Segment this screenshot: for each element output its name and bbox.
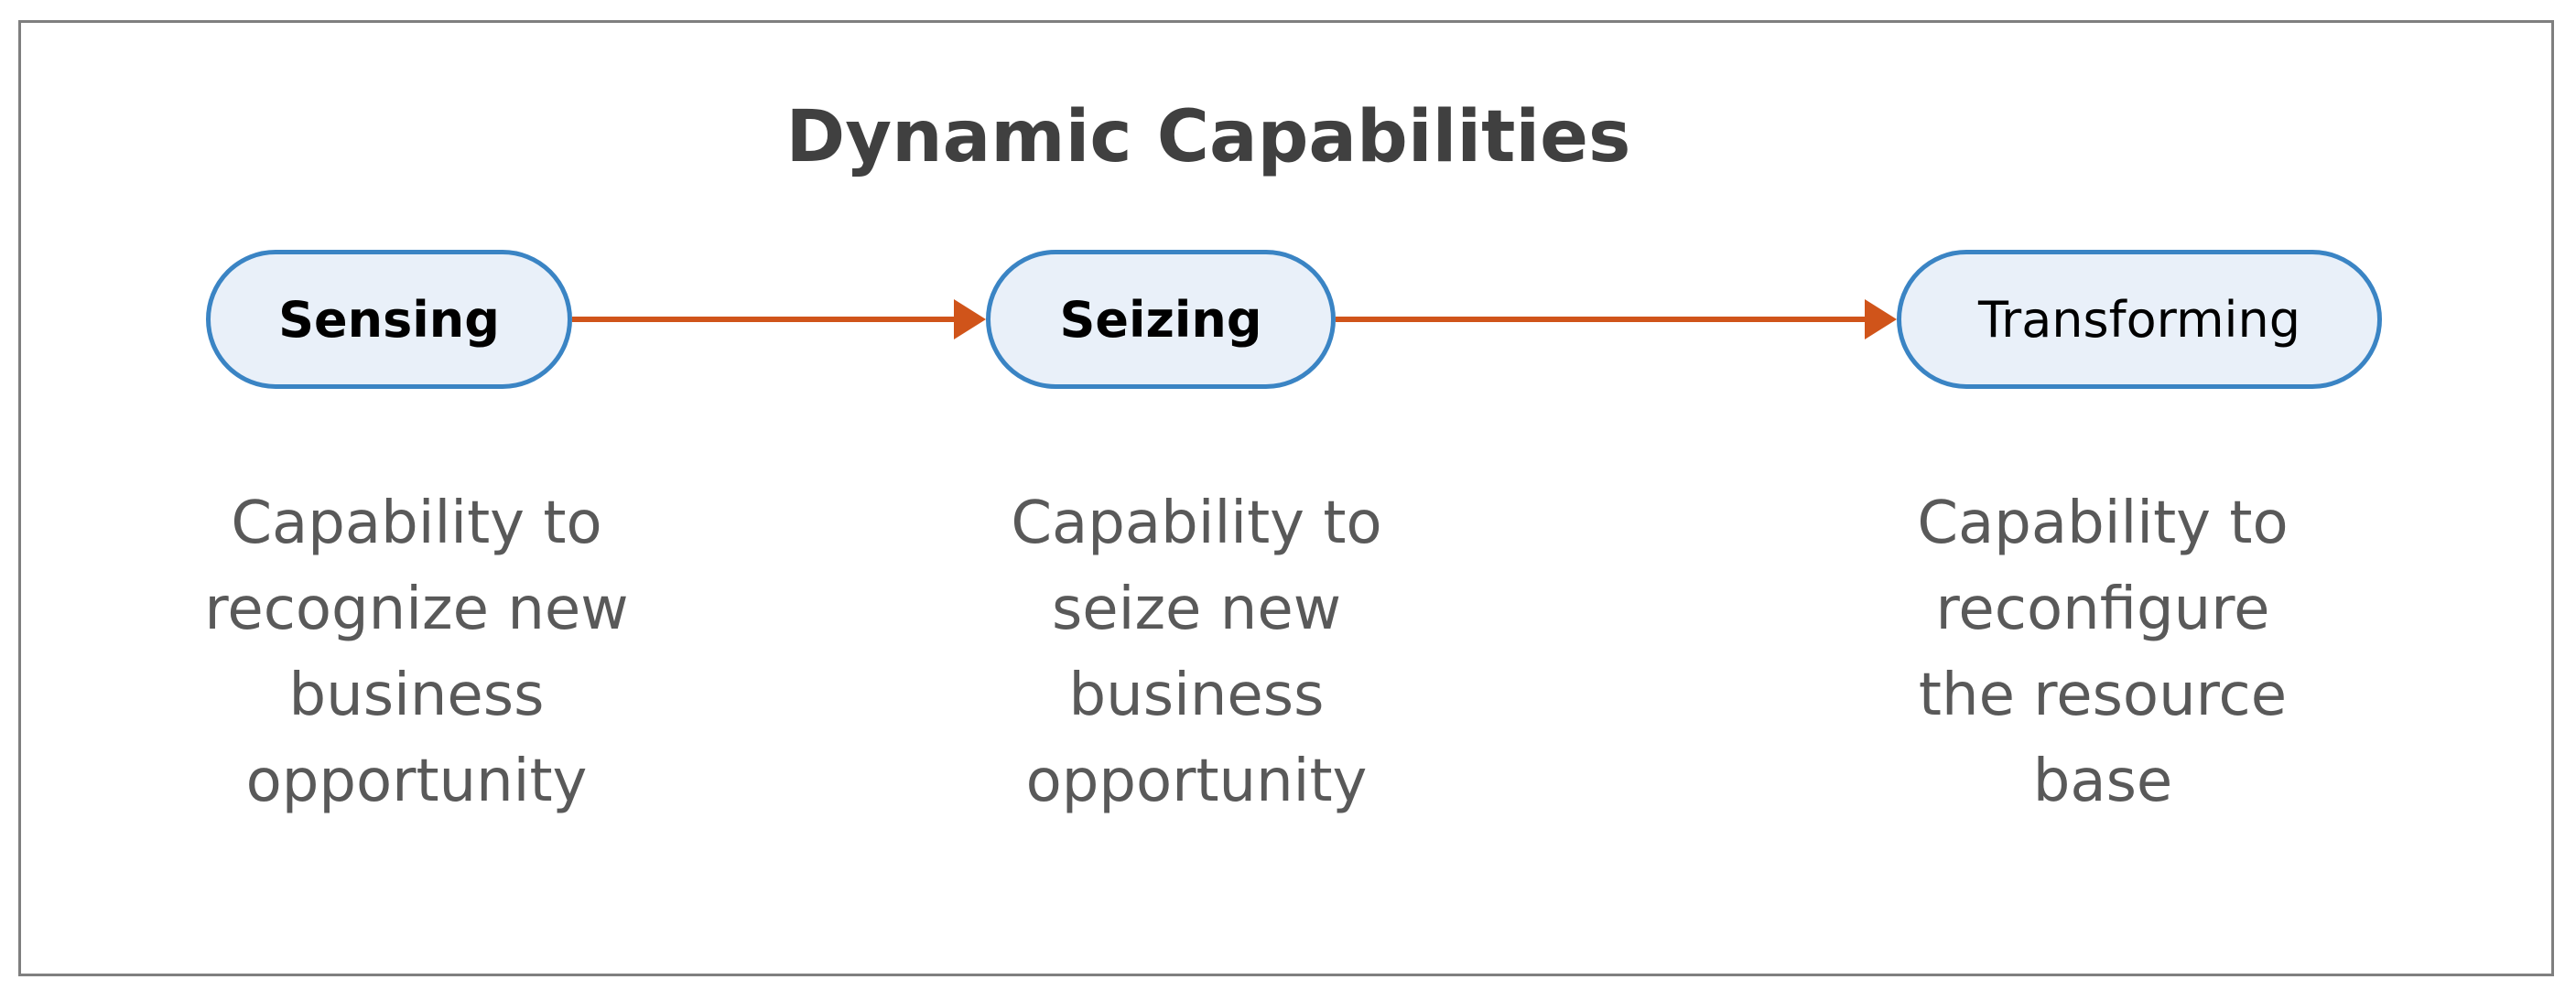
description-line: seize new (1051, 576, 1342, 643)
stage-label-sensing: Sensing (278, 290, 500, 349)
description-line: the resource (1918, 662, 2288, 729)
arrowhead-transforming (1865, 299, 1897, 339)
description-line: reconfigure (1935, 576, 2270, 643)
description-line: Capability to (1917, 490, 2289, 557)
description-line: Capability to (1011, 490, 1382, 557)
description-line: base (2032, 748, 2173, 815)
stage-label-transforming: Transforming (1977, 290, 2301, 349)
description-line: Capability to (231, 490, 602, 557)
diagram-title: Dynamic Capabilities (785, 96, 1631, 178)
arrowhead-seizing (954, 299, 986, 339)
description-line: opportunity (1025, 748, 1368, 815)
diagram-frame (18, 20, 2554, 976)
stage-label-seizing: Seizing (1059, 290, 1262, 349)
stage-description-seizing: Capability to seize new business opportu… (940, 480, 1453, 824)
stage-description-transforming: Capability to reconfigure the resource b… (1846, 480, 2359, 824)
stage-node-seizing: Seizing (986, 250, 1336, 389)
description-line: recognize new (204, 576, 629, 643)
description-line: opportunity (245, 748, 588, 815)
description-line: business (1068, 662, 1325, 729)
stage-node-transforming: Transforming (1897, 250, 2382, 389)
stage-description-sensing: Capability to recognize new business opp… (160, 480, 673, 824)
description-line: business (288, 662, 545, 729)
stage-node-sensing: Sensing (206, 250, 572, 389)
